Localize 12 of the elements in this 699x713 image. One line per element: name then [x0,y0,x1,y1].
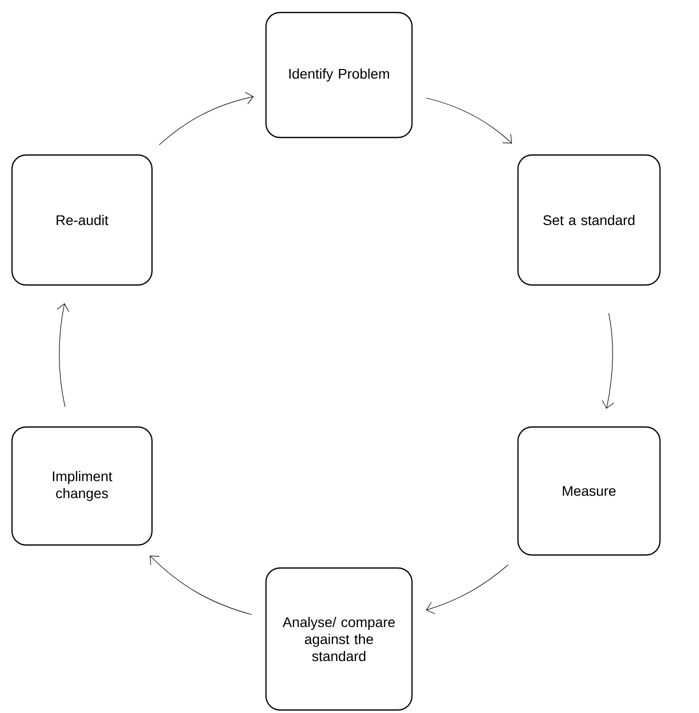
process-box: Identify Problem [265,12,413,138]
process-box: Impliment changes [11,426,153,546]
arrow [602,312,614,409]
process-box: Re-audit [11,154,153,286]
process-box: Analyse/ compare against the standard [265,567,413,711]
arrow [426,564,509,614]
arrow [150,556,252,615]
arrow [158,92,254,146]
process-box: Set a standard [517,154,661,286]
process-box: Measure [517,426,661,556]
arrow [426,98,512,144]
arrow [56,303,70,408]
